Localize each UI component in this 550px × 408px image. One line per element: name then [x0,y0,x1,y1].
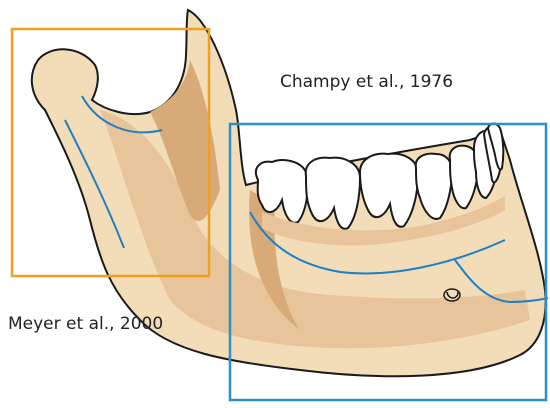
champy-label: Champy et al., 1976 [280,72,453,92]
meyer-label: Meyer et al., 2000 [8,314,163,334]
